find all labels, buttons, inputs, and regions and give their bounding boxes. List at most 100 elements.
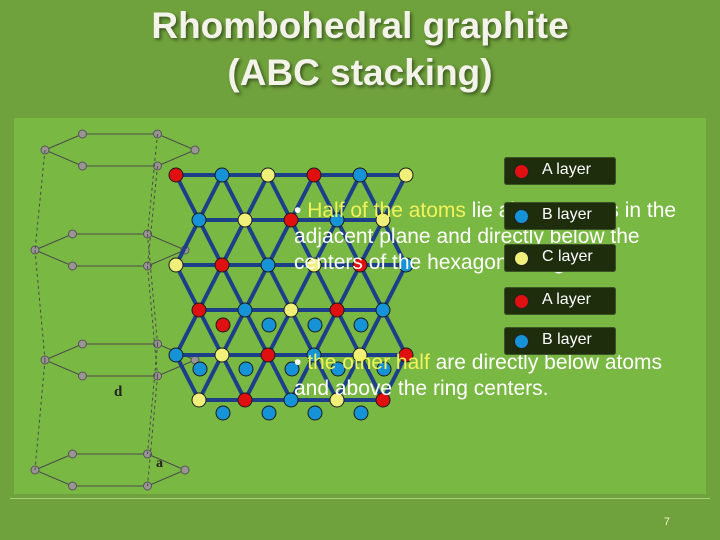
bond-line [197, 354, 224, 401]
bond-line [381, 354, 408, 401]
lattice-atom [352, 347, 368, 363]
bullet-1-prefix: • [294, 199, 308, 222]
lattice-atom [215, 317, 231, 333]
bond-line [243, 354, 270, 401]
legend-item: A layer [504, 287, 616, 315]
lattice-atom [192, 361, 208, 377]
lattice-atom [329, 302, 345, 318]
page-title: Rhombohedral graphite (ABC stacking) [0, 2, 720, 96]
bond-line [220, 174, 247, 221]
bond-line [335, 174, 362, 221]
bond-line [358, 174, 385, 221]
bond-line [220, 219, 247, 266]
carbon-atom [68, 229, 77, 239]
legend-label: B layer [542, 206, 592, 223]
title-band [0, 0, 720, 118]
bond-line [174, 309, 201, 356]
atom-c-swatch [514, 251, 529, 266]
bond-line [289, 309, 316, 356]
bond-line [243, 309, 270, 356]
bullet-2-prefix: • [294, 351, 308, 374]
lattice-atom [191, 302, 207, 318]
bond-line [358, 309, 385, 356]
carbon-atom [180, 465, 190, 475]
bond-line [381, 309, 408, 356]
bond-line [312, 174, 339, 221]
bond-line [197, 219, 224, 266]
legend-item: B layer [504, 327, 616, 355]
footer-band [0, 494, 720, 540]
bond-line [266, 309, 293, 356]
crystal-3d-model [30, 129, 200, 491]
lattice-atom [168, 257, 184, 273]
lattice-atom [352, 167, 368, 183]
page-number: 7 [663, 516, 670, 528]
bond-line [174, 264, 201, 311]
bond-line [266, 264, 293, 311]
carbon-atom [78, 339, 87, 349]
title-line-2: (ABC stacking) [227, 52, 493, 93]
lattice-atom [284, 361, 300, 377]
lattice-atom [214, 257, 230, 273]
bullet-paragraph-1: • Half of the atoms lie above atoms in t… [294, 198, 694, 276]
lattice-atom [330, 361, 346, 377]
lattice-atom [168, 167, 184, 183]
legend-label: C layer [542, 248, 593, 265]
lattice-atom [261, 405, 277, 421]
lattice-atom [238, 361, 254, 377]
carbon-atom [190, 145, 200, 155]
lattice-atom [260, 347, 276, 363]
lattice-atom [283, 302, 299, 318]
atom-b-swatch [514, 209, 529, 224]
bond-line [174, 354, 201, 401]
bond-line [243, 174, 270, 221]
legend-item: C layer [504, 244, 616, 272]
lattice-atom [375, 392, 391, 408]
bond-line [266, 354, 293, 401]
atom-a-swatch [514, 164, 529, 179]
lattice-atom [261, 317, 277, 333]
bond-line [197, 264, 224, 311]
bond-line [312, 354, 339, 401]
lattice-atom [237, 212, 253, 228]
carbon-atom [78, 371, 87, 381]
bond-line [220, 354, 247, 401]
footer-divider [10, 498, 710, 499]
lattice-atoms [168, 167, 414, 421]
legend-item: B layer [504, 202, 616, 230]
lattice-atom [168, 347, 184, 363]
dimension-a-label: a [156, 456, 163, 471]
legend-label: B layer [542, 331, 592, 348]
lattice-atom [398, 167, 414, 183]
bond-line [312, 264, 339, 311]
lattice-atom [306, 347, 322, 363]
lattice-atom [215, 405, 231, 421]
bond-line [335, 219, 362, 266]
carbon-atom [78, 129, 87, 139]
bond-line [197, 309, 224, 356]
bond-line [312, 219, 339, 266]
lattice-atom [237, 302, 253, 318]
lattice-atom [306, 257, 322, 273]
lattice-atom [376, 361, 392, 377]
legend-item: A layer [504, 157, 616, 185]
bond-line [358, 264, 385, 311]
carbon-atom [68, 449, 77, 459]
lattice-bonds [174, 173, 408, 402]
lattice-atom [353, 317, 369, 333]
bond-line [266, 174, 293, 221]
bond-line [289, 264, 316, 311]
bond-line [243, 219, 270, 266]
interlayer-line [34, 149, 46, 251]
interlayer-line [147, 233, 158, 345]
lattice-atom [375, 212, 391, 228]
lattice-atom [353, 405, 369, 421]
bullet-paragraph-2: • the other half are directly below atom… [294, 350, 694, 402]
lattice-atom [237, 392, 253, 408]
bond-line [174, 219, 201, 266]
bond-line [335, 264, 362, 311]
bond-line [289, 174, 316, 221]
carbon-atom [78, 161, 87, 171]
bullet-2-text: are directly below atoms and above the r… [294, 351, 663, 400]
